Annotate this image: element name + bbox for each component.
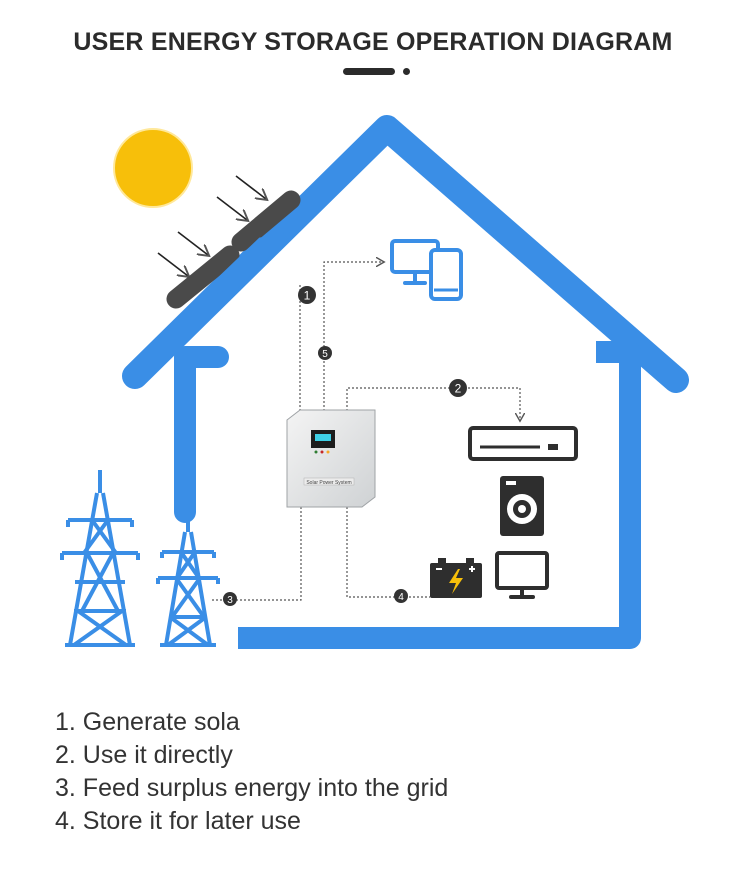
svg-text:5: 5 — [322, 349, 328, 360]
svg-text:4: 4 — [398, 592, 404, 603]
svg-text:3: 3 — [227, 595, 233, 606]
diagram-title: USER ENERGY STORAGE OPERATION DIAGRAM — [73, 28, 673, 56]
sun-icon — [113, 128, 193, 208]
flow-marker-4: 4 — [394, 589, 408, 603]
power-tower-icon — [156, 516, 220, 647]
list-item: 1. Generate sola — [55, 708, 240, 736]
flow-marker-5: 5 — [318, 346, 332, 360]
svg-text:Solar Power System: Solar Power System — [306, 480, 351, 486]
power-tower-icon — [60, 470, 140, 647]
tv-icon — [495, 551, 549, 599]
flow-marker-1: 1 — [298, 286, 316, 304]
energy-diagram: 1 5 2 3 4 Solar Power System — [60, 115, 689, 649]
svg-text:2: 2 — [455, 382, 462, 396]
sun-rays — [157, 175, 266, 276]
phone-icon — [429, 248, 463, 301]
flow-marker-3: 3 — [223, 592, 237, 606]
title-underline — [343, 68, 413, 76]
steps-list: 1. Generate sola 2. Use it directly 3. F… — [55, 706, 448, 838]
list-item: 4. Store it for later use — [55, 807, 301, 835]
inverter-icon: Solar Power System — [286, 409, 376, 508]
list-item: 2. Use it directly — [55, 741, 233, 769]
house-outline — [122, 115, 689, 649]
flow-marker-2: 2 — [449, 379, 467, 397]
svg-text:1: 1 — [304, 289, 311, 303]
solar-panel-icon — [166, 190, 301, 309]
washing-machine-icon — [500, 476, 544, 536]
battery-icon — [430, 558, 482, 598]
list-item: 3. Feed surplus energy into the grid — [55, 774, 449, 802]
air-conditioner-icon — [468, 426, 578, 461]
